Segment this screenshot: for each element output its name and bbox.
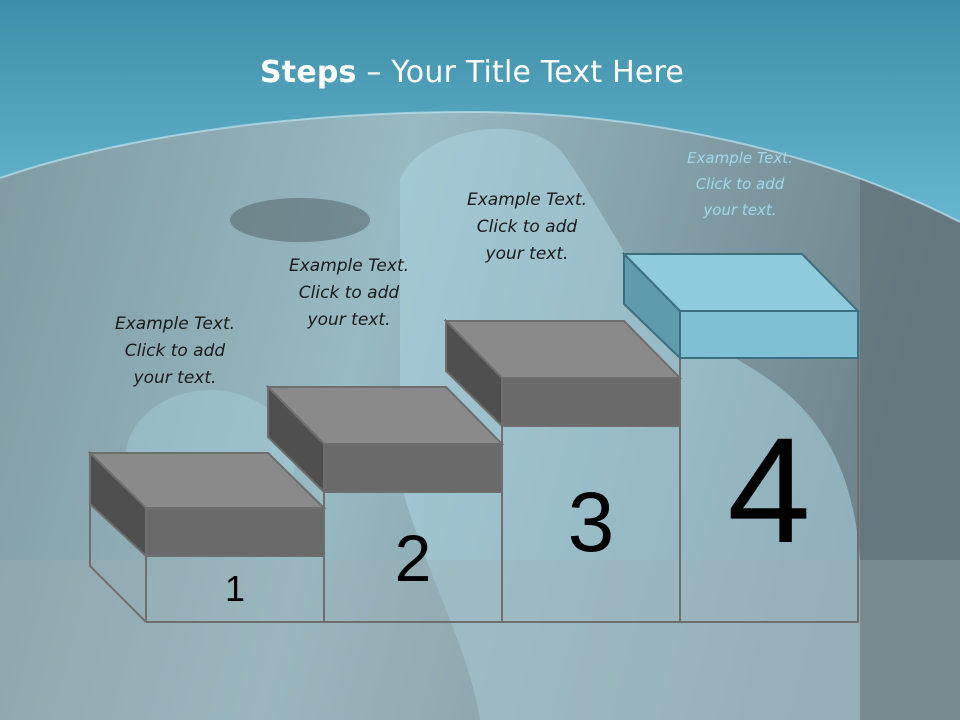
step-3-text[interactable]: Example Text. Click to add your text. — [466, 190, 588, 264]
step-block-3[interactable] — [443, 318, 683, 429]
title-bold: Steps — [259, 55, 357, 90]
scooter-seat-shape — [230, 198, 370, 242]
slide-title[interactable]: Steps – Your Title Text Here — [0, 55, 944, 90]
step-block-2[interactable] — [265, 384, 505, 495]
step-4-number: 4 — [727, 406, 811, 574]
step-block-4[interactable] — [621, 251, 861, 361]
wall-shape — [860, 140, 960, 720]
header-wave-edge — [0, 110, 960, 223]
step-2-number: 2 — [394, 521, 432, 595]
title-rest: – Your Title Text Here — [356, 55, 685, 90]
header-wave — [0, 0, 960, 222]
step-1-text[interactable]: Example Text. Click to add your text. — [114, 314, 236, 388]
step-2-text[interactable]: Example Text. Click to add your text. — [288, 256, 410, 330]
step-block-1[interactable] — [87, 450, 327, 559]
step-3-number: 3 — [567, 475, 615, 569]
step-4-text[interactable]: Example Text. Click to add your text. — [687, 149, 793, 219]
ground-shape — [0, 560, 960, 720]
step-1-number: 1 — [224, 568, 246, 609]
